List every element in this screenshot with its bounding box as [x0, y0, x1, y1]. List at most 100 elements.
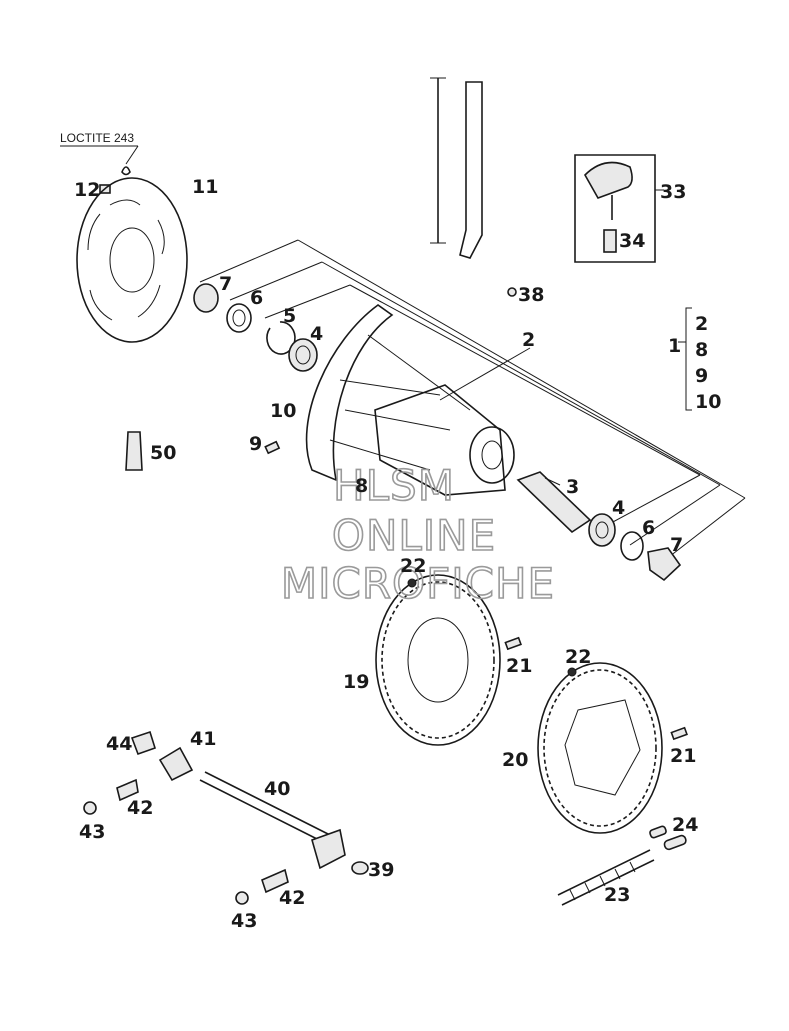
part-5-circlip [266, 321, 296, 355]
disc-center [109, 227, 155, 293]
label-19: 19 [343, 671, 369, 693]
label-2: 2 [522, 329, 535, 351]
part-3-spacer [516, 471, 592, 534]
label-43-a: 43 [79, 821, 105, 843]
right-bearing-stack [516, 471, 682, 582]
label-42-a: 42 [127, 797, 153, 819]
part-axle-spacer-top [430, 77, 483, 259]
sprocket-20-cutout [564, 699, 641, 796]
label-4-left: 4 [310, 323, 323, 345]
label-6-left: 6 [250, 287, 263, 309]
part-4-bearing-left [288, 338, 318, 372]
part-42-bolt-b [261, 868, 289, 894]
label-7-right: 7 [670, 534, 683, 556]
label-9: 9 [249, 433, 262, 455]
spoke-2 [344, 409, 451, 431]
axle-head [311, 828, 346, 870]
label-33: 33 [660, 181, 686, 203]
left-bearing-stack [193, 283, 318, 372]
label-21-b: 21 [670, 745, 696, 767]
sprocket-20-outer [537, 662, 663, 834]
label-4-right: 4 [612, 497, 625, 519]
part-9-nipple [264, 440, 281, 455]
axle-shaft [199, 771, 331, 844]
explode-line-8 [629, 484, 721, 546]
wheel-assembly [305, 304, 515, 496]
disc-outer [76, 177, 188, 343]
label-23: 23 [604, 884, 630, 906]
explode-line-1 [199, 239, 299, 283]
part-7-spacer-right [647, 547, 682, 582]
part-43-nut-a [83, 801, 97, 815]
label-11: 11 [192, 176, 218, 198]
explode-lines [199, 239, 746, 561]
loctite-note: LOCTITE 243 [60, 131, 139, 176]
label-21-a: 21 [506, 655, 532, 677]
part-50-valve-icon [125, 431, 143, 471]
part-11-brake-disc [76, 177, 188, 343]
part-labels: 1 2 3 4 4 5 6 6 7 7 8 9 10 11 12 19 20 2… [74, 176, 721, 932]
explode-line-5 [321, 261, 721, 486]
disc-slots [87, 199, 165, 321]
group-1-item-2: 9 [695, 365, 708, 387]
spoke-3 [329, 439, 431, 471]
label-38: 38 [518, 284, 544, 306]
part-21-bolt-a [504, 636, 522, 651]
explode-line-6 [349, 284, 701, 476]
part-33-cover [574, 154, 664, 263]
part-34-sleeve-icon [603, 229, 617, 253]
label-44: 44 [106, 733, 132, 755]
bracket-path [685, 307, 692, 411]
watermark-line3: MICROFICHE [281, 559, 555, 608]
watermark-line2: ONLINE [332, 511, 496, 560]
label-43-b: 43 [231, 910, 257, 932]
label-22-b: 22 [565, 646, 591, 668]
chain-links [569, 861, 636, 901]
sprocket-20-teeth [543, 669, 657, 827]
label-20: 20 [502, 749, 528, 771]
label-39: 39 [368, 859, 394, 881]
spoke-4 [367, 334, 471, 411]
part-41-chain-adjuster [158, 746, 194, 782]
part-4-bearing-right-inner [595, 521, 609, 539]
label-1: 1 [668, 335, 681, 357]
part-20-sprocket [537, 662, 663, 834]
label-10: 10 [270, 400, 296, 422]
part-22-nut-b [567, 667, 577, 677]
group-1-item-3: 10 [695, 391, 721, 413]
loctite-leader [125, 145, 139, 165]
label-3: 3 [566, 476, 579, 498]
part-39-cap [351, 861, 369, 875]
part-21-bolt-b [670, 726, 688, 741]
label-42-b: 42 [279, 887, 305, 909]
part-43-nut-b [235, 891, 249, 905]
part-40-axle [199, 771, 346, 870]
part-33-frame [574, 154, 656, 263]
cover-icon [584, 161, 633, 199]
chain-rails [557, 849, 655, 906]
part-7-spacer-left [193, 283, 219, 313]
label-22-a: 22 [400, 555, 426, 577]
link-clip-icon [663, 834, 687, 851]
group-1-bracket [678, 307, 692, 411]
label-7-left: 7 [219, 273, 232, 295]
explode-line-9 [597, 474, 701, 531]
explode-line-7 [664, 497, 746, 561]
part-22-nut-a [407, 578, 417, 588]
label-6-right: 6 [642, 517, 655, 539]
explode-line-4 [297, 239, 746, 499]
leader-2 [439, 347, 531, 401]
part-44-nut [130, 730, 156, 756]
part-42-bolt-a [116, 778, 139, 802]
group-1-item-0: 2 [695, 313, 708, 335]
loctite-drop-icon [121, 166, 131, 176]
label-24: 24 [672, 814, 698, 836]
link-plate-icon [649, 825, 667, 839]
label-34: 34 [619, 230, 645, 252]
part-38-cap-icon [507, 287, 517, 297]
part-4-bearing-left-inner [295, 345, 311, 365]
part-6-seal-left [226, 303, 252, 333]
spacer-body [459, 81, 483, 259]
sprocket-19-outer [375, 574, 501, 746]
part-23-chain [557, 849, 655, 906]
